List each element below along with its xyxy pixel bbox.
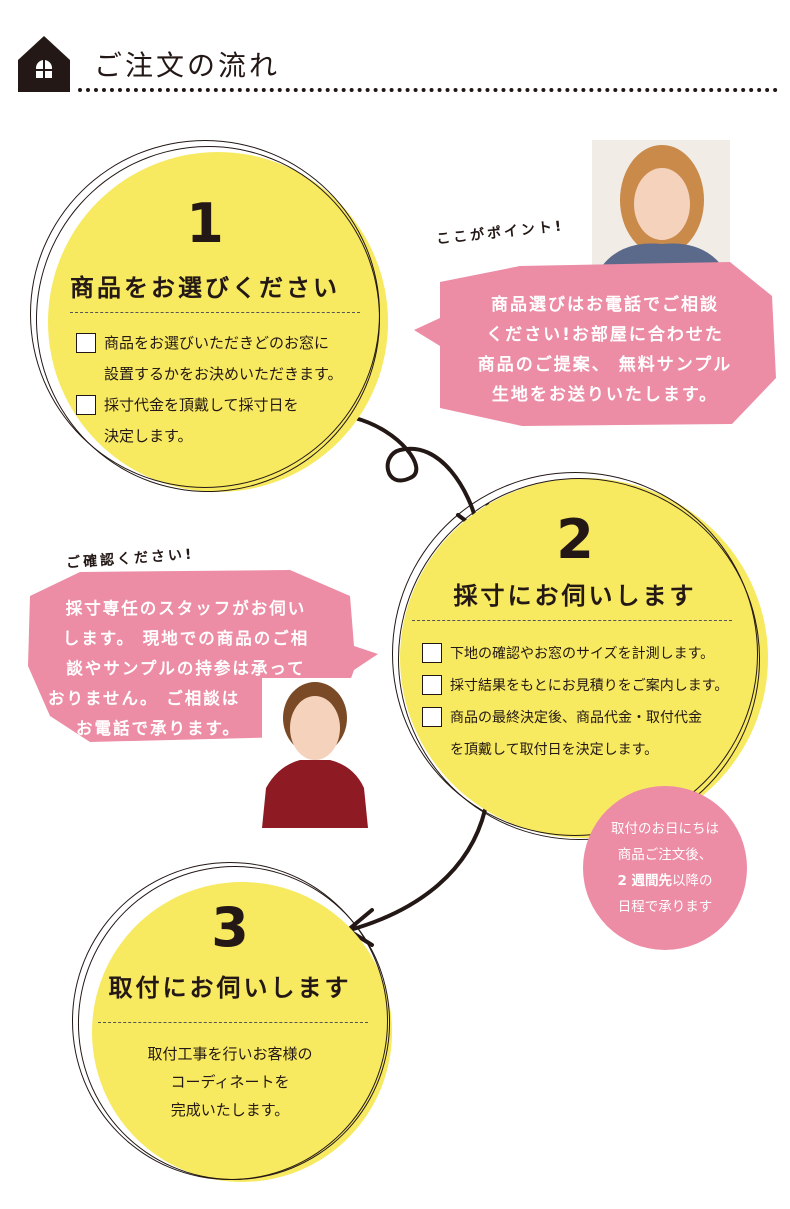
- step-heading: 採寸にお伺いします: [453, 582, 697, 610]
- checkbox-icon: [422, 707, 442, 727]
- notice-emphasis: 2 週間先: [617, 873, 673, 889]
- item-text: 決定します。: [104, 427, 193, 445]
- notice-line: 日程で承ります: [617, 899, 713, 915]
- item-text: 採寸代金を頂戴して採寸日を: [104, 396, 299, 414]
- staff-photo-2: [262, 678, 368, 828]
- list-item: 採寸代金を頂戴して採寸日を: [76, 390, 343, 421]
- step-number: 2: [556, 508, 594, 571]
- step3-card: 3 取付にお伺いします 取付工事を行いお客様の コーディネートを 完成いたします…: [72, 862, 388, 1180]
- point2-bubble: 採寸専任のスタッフがお伺い します。 現地での商品のご相 談やサンプルの持参は承…: [36, 594, 336, 744]
- bubble-line: 商品選びはお電話でご相談: [491, 295, 719, 315]
- description-line: コーディネートを: [170, 1073, 290, 1091]
- step-heading: 商品をお選びください: [70, 274, 340, 302]
- divider: [70, 312, 360, 313]
- staff-photo-1: [592, 140, 730, 266]
- divider: [412, 620, 732, 621]
- item-text: 商品をお選びいただきどのお窓に: [104, 334, 330, 352]
- item-text: 採寸結果をもとにお見積りをご案内します。: [450, 678, 729, 694]
- step-number: 1: [186, 192, 224, 255]
- step3-description: 取付工事を行いお客様の コーディネートを 完成いたします。: [72, 1040, 388, 1124]
- bubble-line: 生地をお送りいたします。: [491, 385, 719, 405]
- step1-list: 商品をお選びいただきどのお窓に 設置するかをお決めいただきます。 採寸代金を頂戴…: [76, 328, 343, 452]
- page-title: ご注文の流れ: [94, 49, 281, 82]
- list-item: 採寸結果をもとにお見積りをご案内します。: [422, 670, 728, 702]
- item-text: 商品の最終決定後、商品代金・取付代金: [450, 710, 702, 726]
- bubble-line: 商品のご提案、 無料サンプル: [477, 355, 733, 375]
- step-heading: 取付にお伺いします: [108, 974, 352, 1002]
- checkbox-icon: [76, 395, 96, 415]
- list-item: 商品をお選びいただきどのお窓に: [76, 328, 343, 359]
- step2-card: 2 採寸にお伺いします 下地の確認やお窓のサイズを計測します。 採寸結果をもとに…: [392, 472, 758, 836]
- item-text: 下地の確認やお窓のサイズを計測します。: [450, 646, 715, 662]
- checkbox-icon: [76, 333, 96, 353]
- step1-card: 1 商品をお選びください 商品をお選びいただきどのお窓に 設置するかをお決めいた…: [30, 140, 380, 490]
- list-item: 下地の確認やお窓のサイズを計測します。: [422, 638, 728, 670]
- house-icon: [18, 36, 70, 92]
- point1-bubble-shape: [414, 262, 776, 426]
- notice-text: 以降の: [672, 873, 713, 889]
- step-number: 3: [211, 896, 249, 959]
- checkbox-icon: [422, 675, 442, 695]
- notice-line: 商品ご注文後、: [617, 847, 713, 863]
- divider: [98, 1022, 368, 1023]
- bubble-line: おりません。 ご相談は: [48, 689, 241, 708]
- item-text: を頂戴して取付日を決定します。: [450, 742, 659, 758]
- bubble-line: 採寸専任のスタッフがお伺い: [65, 599, 307, 618]
- person-icon: [602, 145, 722, 266]
- person-icon: [262, 682, 368, 828]
- checkbox-icon: [422, 643, 442, 663]
- step2-ring: [392, 472, 758, 836]
- item-text: 設置するかをお決めいただきます。: [104, 365, 343, 383]
- notice-line: 取付のお日にちは: [611, 821, 719, 837]
- description-line: 完成いたします。: [170, 1101, 290, 1119]
- bubble-line: 談やサンプルの持参は承って: [66, 659, 306, 678]
- notice-line: 2 週間先以降の: [583, 868, 747, 894]
- bubble-line: します。 現地での商品のご相: [62, 629, 310, 648]
- step1-ring: [30, 140, 380, 488]
- step2-list: 下地の確認やお窓のサイズを計測します。 採寸結果をもとにお見積りをご案内します。…: [422, 638, 728, 766]
- description-line: 取付工事を行いお客様の: [147, 1045, 313, 1063]
- bubble-line: お電話で承ります。: [76, 719, 241, 738]
- step3-ring: [72, 862, 388, 1180]
- bubble-line: ください!お部屋に合わせた: [486, 325, 724, 345]
- point1-bubble: 商品選びはお電話でご相談 ください!お部屋に合わせた 商品のご提案、 無料サンプ…: [450, 290, 760, 410]
- title-divider: [78, 88, 778, 92]
- schedule-notice: 取付のお日にちは 商品ご注文後、 2 週間先以降の 日程で承ります: [583, 786, 747, 950]
- list-item: 商品の最終決定後、商品代金・取付代金: [422, 702, 728, 734]
